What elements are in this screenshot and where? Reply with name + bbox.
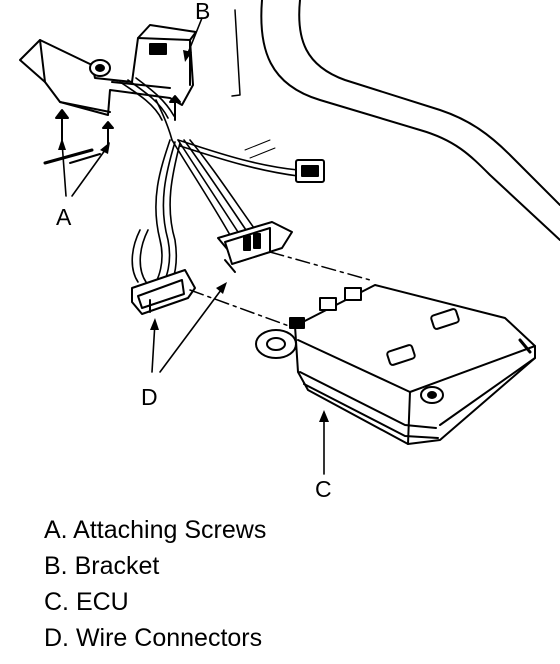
legend-item-bracket: B. Bracket bbox=[44, 552, 160, 580]
callout-arrowheads bbox=[58, 50, 329, 422]
small-connector bbox=[295, 159, 325, 183]
legend-item-attaching-screws: A. Attaching Screws bbox=[44, 516, 267, 544]
callout-c: C bbox=[315, 476, 332, 502]
body-panel bbox=[231, 0, 560, 241]
ecu-mounting-diagram bbox=[19, 0, 560, 475]
attaching-screws bbox=[43, 95, 181, 165]
ecu bbox=[255, 284, 536, 445]
callout-a: A bbox=[56, 204, 72, 230]
legend-item-wire-connectors: D. Wire Connectors bbox=[44, 624, 263, 652]
wire-connector-right bbox=[217, 221, 293, 273]
callout-b: B bbox=[195, 0, 211, 24]
alignment-lines bbox=[189, 251, 371, 331]
wire-connector-left bbox=[131, 269, 196, 315]
callout-leaders bbox=[61, 17, 325, 475]
wire-harness bbox=[119, 77, 299, 291]
callout-d: D bbox=[141, 384, 158, 410]
legend: A. Attaching Screws B. Bracket C. ECU D.… bbox=[44, 512, 266, 656]
legend-item-ecu: C. ECU bbox=[44, 588, 129, 616]
